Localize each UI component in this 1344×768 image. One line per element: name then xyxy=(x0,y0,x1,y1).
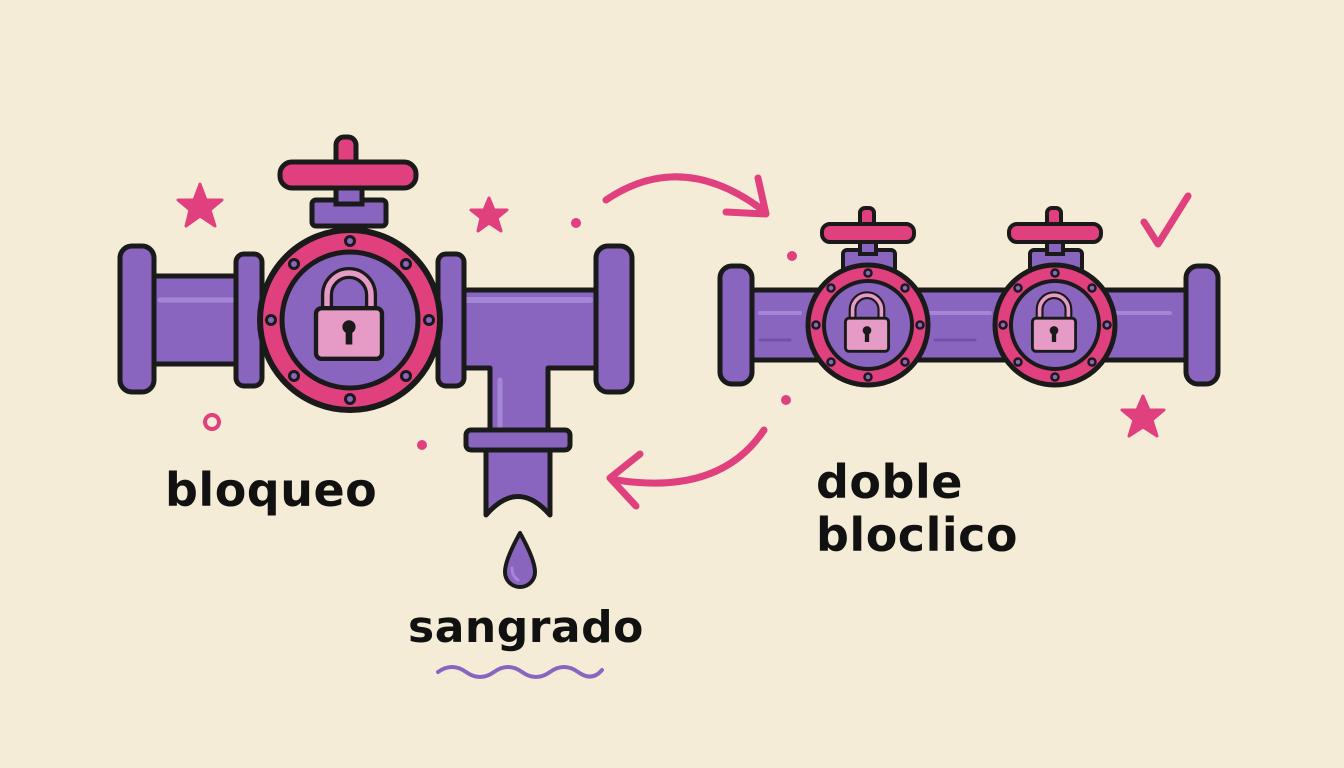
label-double-block-line2: bloclico xyxy=(816,507,1018,562)
left-valve-assembly xyxy=(117,134,635,518)
checkmark-icon xyxy=(1140,192,1192,248)
sparkle-icon xyxy=(1120,394,1166,438)
arrow-icon xyxy=(602,173,770,218)
sparkle-icon xyxy=(469,196,509,233)
drop-icon xyxy=(503,531,537,589)
label-double-block-line1: doble xyxy=(816,455,963,509)
label-block: bloqueo xyxy=(165,463,378,517)
double-block-valve xyxy=(717,206,1221,388)
arrow-icon xyxy=(606,426,768,510)
valve-icon xyxy=(805,206,931,388)
label-double-block: doble bloclico xyxy=(816,456,1018,562)
dot-decoration xyxy=(203,218,797,450)
sparkle-icon xyxy=(176,182,224,228)
label-bleed: sangrado xyxy=(408,602,644,653)
wave-icon xyxy=(436,665,604,679)
valve-icon xyxy=(992,206,1118,388)
